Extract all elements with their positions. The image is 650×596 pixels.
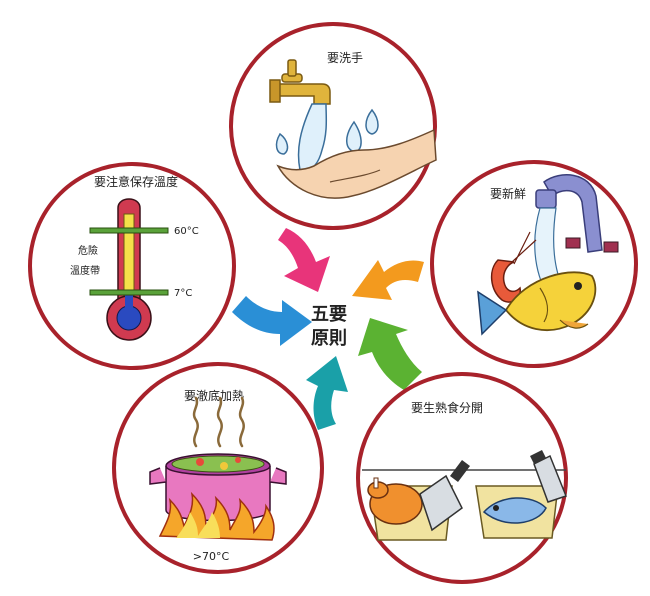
principle-separate: 要生熟食分開 <box>356 372 568 584</box>
principle-label: 要澈底加熱 <box>184 388 244 403</box>
principle-label: 要注意保存溫度 <box>94 174 178 189</box>
temp-line-low <box>89 289 169 296</box>
fish-icon <box>482 497 547 524</box>
center-arrows <box>232 228 424 430</box>
water-splash-icon <box>275 103 379 172</box>
arrow-orange <box>352 260 424 300</box>
principle-wash-hands: 要洗手 <box>229 22 437 230</box>
temperature-note: >70°C <box>193 550 230 563</box>
fish-icon <box>477 271 597 336</box>
steam-icon <box>192 396 245 448</box>
center-title-line2: 原則 <box>311 328 347 349</box>
arrow-green <box>358 318 422 390</box>
arrow-teal <box>306 356 348 430</box>
chicken-icon <box>367 477 423 525</box>
principle-cook-thoroughly: 要澈底加熱 >70°C <box>112 362 324 574</box>
arrow-pink <box>278 228 330 292</box>
principle-label: 要新鮮 <box>490 186 526 201</box>
principle-fresh: 要新鮮 <box>430 160 638 368</box>
arrow-blue <box>232 296 312 346</box>
fire-icon <box>158 491 275 541</box>
faucet-icon <box>269 59 331 105</box>
faucet-icon <box>535 174 619 253</box>
temp-line-high <box>89 227 169 234</box>
temp-low-label: 7°C <box>174 288 192 299</box>
temp-high-label: 60°C <box>174 226 199 237</box>
cleaver-left-icon <box>419 460 470 532</box>
principle-label: 要生熟食分開 <box>411 400 483 415</box>
principle-label: 要洗手 <box>327 51 363 65</box>
danger-zone-label-line1: 危險 <box>78 244 98 257</box>
cleaver-right-icon <box>530 450 567 503</box>
hands-icon <box>276 128 437 199</box>
thermometer-icon <box>106 198 152 341</box>
shrimp-icon <box>490 231 537 303</box>
principle-temperature: 要注意保存溫度 60°C 7°C 危險 溫度帶 <box>28 162 236 370</box>
danger-zone-label-line2: 溫度帶 <box>70 264 100 277</box>
center-title-line1: 五要 <box>311 304 347 325</box>
